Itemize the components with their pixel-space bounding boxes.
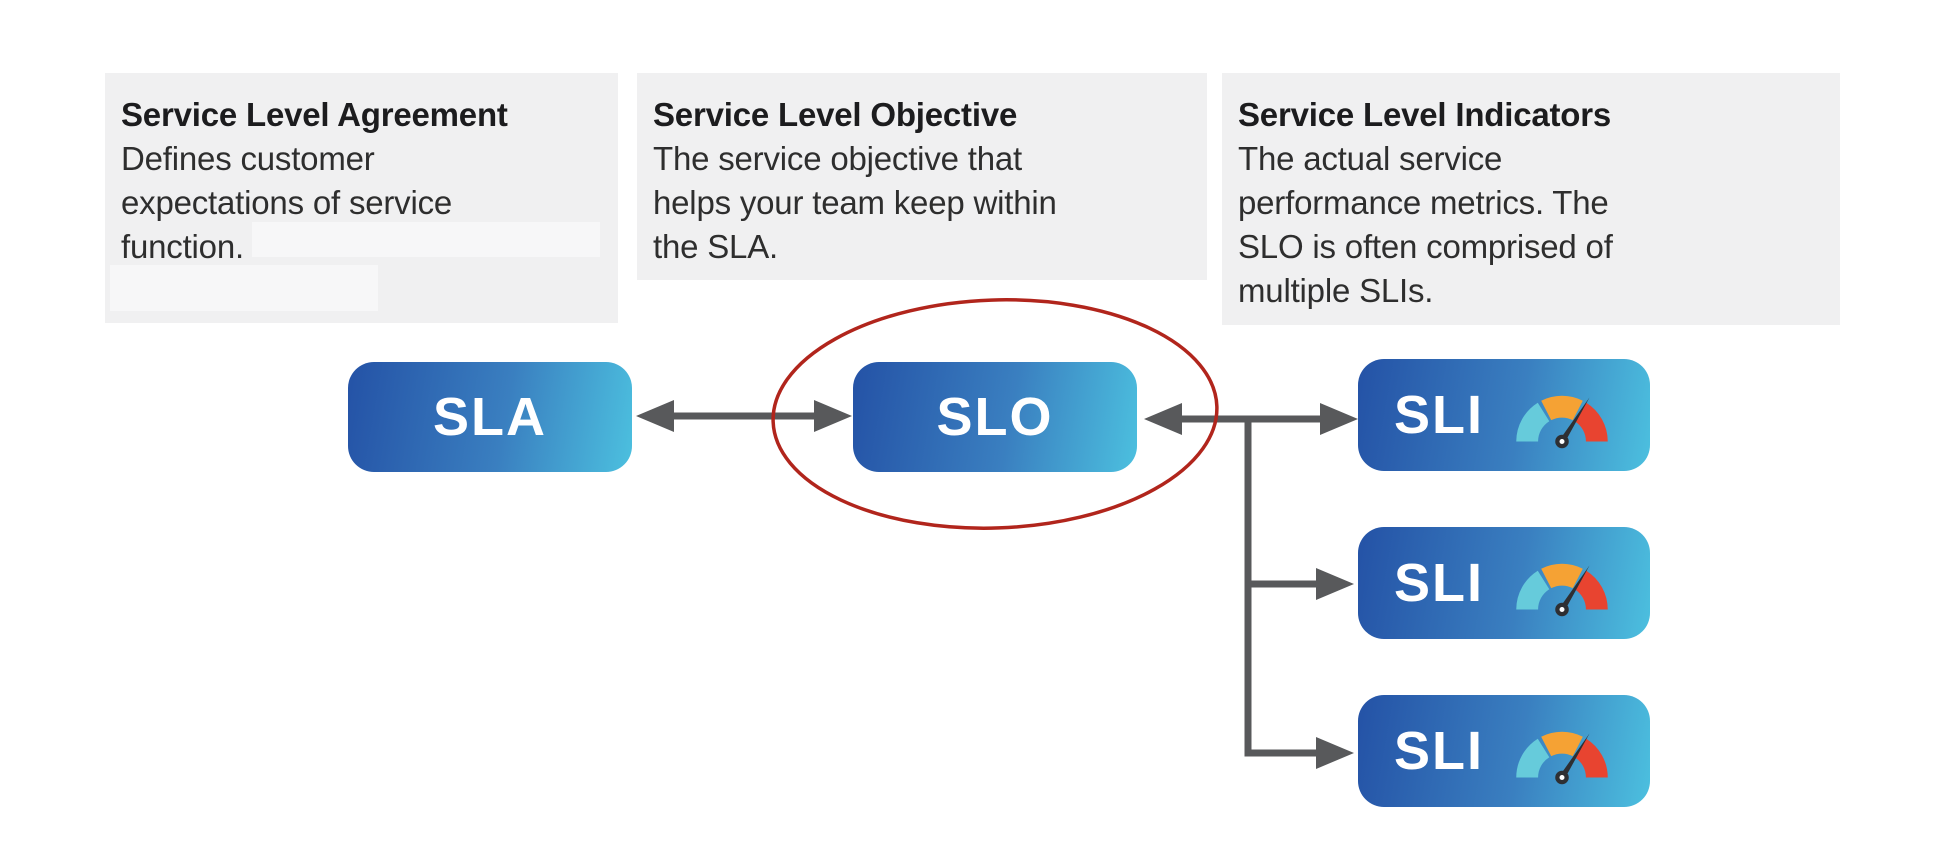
description-line: the SLA.: [653, 228, 778, 265]
gauge-icon: [1516, 563, 1608, 616]
description-line: performance metrics. The: [1238, 184, 1609, 221]
description-line: expectations of service: [121, 184, 453, 221]
gauge-icon: [1516, 731, 1608, 784]
gauge-segment-teal: [1516, 402, 1550, 441]
gauge-segment-teal: [1516, 570, 1550, 609]
arrowhead-right-slo: [814, 400, 852, 432]
gauge-needle: [1559, 732, 1590, 779]
arrowhead-left-sla: [636, 400, 674, 432]
gauge-needle-hub-hole: [1559, 606, 1565, 612]
gauge-segment-orange: [1541, 563, 1583, 588]
gauge-segment-red: [1574, 738, 1608, 777]
description-box-sla: Service Level Agreement Defines customer…: [105, 73, 618, 323]
gauge-needle-hub-hole: [1559, 438, 1565, 444]
redacted-area: [110, 265, 378, 311]
description-line: Defines customer: [121, 140, 375, 177]
gauge-needle-hub-hole: [1559, 774, 1565, 780]
description-line: The service objective that: [653, 140, 1022, 177]
arrowhead-left-slo: [1144, 403, 1182, 435]
description-line: helps your team keep within: [653, 184, 1057, 221]
node-slo: SLO: [853, 362, 1137, 472]
node-sli-label: SLI: [1393, 385, 1484, 445]
node-sli-label: SLI: [1393, 553, 1484, 613]
node-sla: SLA: [348, 362, 632, 472]
node-sli-1: SLI: [1358, 359, 1650, 471]
gauge-segment-red: [1574, 570, 1608, 609]
description-line: SLO is often comprised of: [1238, 228, 1613, 265]
branch-trunk-line: [1244, 419, 1318, 757]
gauge-segment-orange: [1541, 395, 1583, 420]
description-box-slo: Service Level Objective The service obje…: [637, 73, 1207, 280]
node-sli-2: SLI: [1358, 527, 1650, 639]
description-line: function.: [121, 228, 244, 265]
description-box-sli: Service Level Indicators The actual serv…: [1222, 73, 1840, 325]
gauge-segment-red: [1574, 402, 1608, 441]
node-sla-label: SLA: [433, 387, 547, 447]
node-sli-3: SLI: [1358, 695, 1650, 807]
node-slo-label: SLO: [936, 387, 1054, 447]
arrowhead-right-sli2: [1316, 568, 1354, 600]
gauge-segment-orange: [1541, 731, 1583, 756]
node-sli-label: SLI: [1393, 721, 1484, 781]
description-line: The actual service: [1238, 140, 1503, 177]
gauge-needle: [1559, 564, 1590, 611]
gauge-icon: [1516, 395, 1608, 448]
description-line: multiple SLIs.: [1238, 272, 1434, 309]
arrowhead-right-sli3: [1316, 737, 1354, 769]
description-title-sli: Service Level Indicators: [1238, 96, 1612, 133]
description-title-sla: Service Level Agreement: [121, 96, 508, 133]
redacted-area: [252, 222, 600, 257]
gauge-segment-teal: [1516, 738, 1550, 777]
gauge-needle: [1559, 396, 1590, 443]
description-title-slo: Service Level Objective: [653, 96, 1018, 133]
arrowhead-right-sli1: [1320, 403, 1358, 435]
